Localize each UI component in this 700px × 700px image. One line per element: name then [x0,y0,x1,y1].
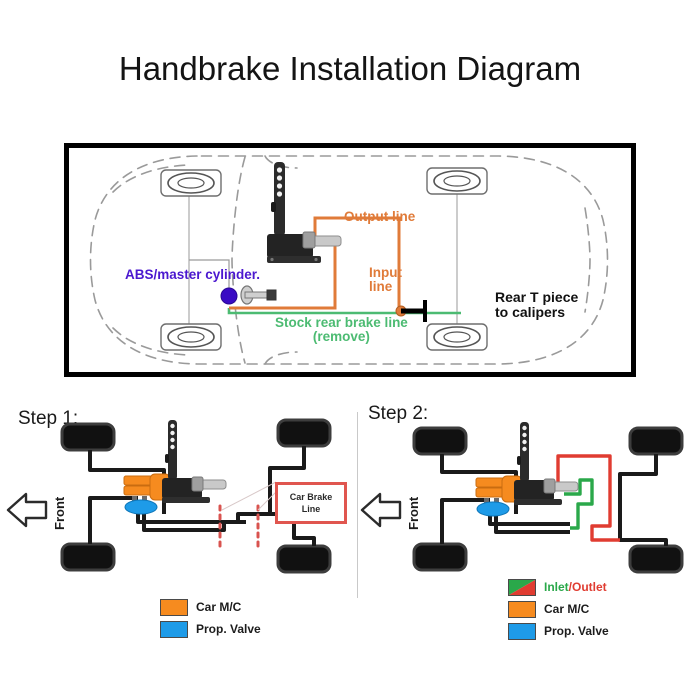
step2-wheels [412,426,684,574]
label-stock-rear-brake-line: Stock rear brake line (remove) [275,315,408,345]
legend-label-separator: / [568,580,573,594]
label-stock-line-1: Stock rear brake line [275,315,408,330]
front-arrow-step1 [6,492,48,528]
step1-title: Step 1: [18,408,79,429]
legend-label-inlet: Inlet [544,580,569,594]
wheel-rear-right [276,544,332,574]
label-rear-t-piece-2: to calipers [495,303,566,320]
label-input-line-1: Input [369,265,402,280]
step1-cut-marks [218,504,260,552]
wheel-rear-left [412,542,468,572]
label-abs-master-cylinder: ABS/master cylinder. [125,267,261,282]
step1-callout-leaders [221,481,277,511]
wheel-rear-left [60,542,116,572]
step2-handbrake-lever [514,422,579,505]
label-input-line-2: line [369,279,393,295]
legend-label-prop-valve: Prop. Valve [196,622,261,636]
label-rear-t-piece: Rear T piece to calipers [495,290,578,319]
legend-item-car-mc: Car M/C [508,600,609,618]
step1-legend: Car M/C Prop. Valve [160,598,261,642]
wheel-front-right [426,167,488,195]
step1-handbrake-lever [162,420,227,503]
car-brake-line-text-1: Car Brake [289,492,333,502]
front-arrow-step2 [360,492,402,528]
abs-master-cylinder-marker [220,285,277,305]
panel-divider [357,412,358,598]
legend-label-car-mc: Car M/C [196,600,242,614]
page-title: Handbrake Installation Diagram [118,50,582,87]
legend-label-prop-valve: Prop. Valve [544,624,609,638]
legend-label-inlet-outlet: Inlet/Outlet [544,580,607,594]
car-overhead-svg [89,155,609,365]
step2-schematic [412,422,684,574]
wheel-front-right [628,426,684,456]
step2-prop-valve [476,501,510,517]
stock-rear-brake-line [227,308,461,315]
swatch-prop-valve [508,622,536,640]
inlet-line-green [564,478,594,530]
legend-item-inlet-outlet: Inlet/Outlet [508,578,609,596]
step1-schematic [60,418,332,574]
wheel-rear-left [160,323,222,351]
stock-hardline-grey [189,259,230,296]
label-output-line: Output line [344,209,416,224]
label-input-line: Input line [369,265,402,295]
swatch-inlet-outlet [508,578,536,596]
car-brake-line-callout-text: Car Brake Line [290,491,333,515]
step2-legend: Inlet/Outlet Car M/C Prop. Valve [508,578,609,644]
top-diagram-frame: ABS/master cylinder. Output line Input l… [64,143,636,377]
swatch-car-mc [508,600,536,618]
swatch-prop-valve [160,620,188,638]
wheel-rear-right [628,544,684,574]
outlet-line-red [556,454,620,542]
legend-label-outlet: Outlet [572,580,607,594]
chassis-lines [188,190,458,328]
legend-item-prop-valve: Prop. Valve [508,622,609,640]
wheel-front-left [412,426,468,456]
legend-label-car-mc: Car M/C [544,602,590,616]
car-brake-line-text-2: Line [301,504,321,514]
swatch-car-mc [160,598,188,616]
label-stock-line-2: (remove) [312,329,370,345]
wheel-rear-right [426,323,488,351]
wheel-front-left [60,422,116,452]
rear-t-piece [395,300,427,322]
label-rear-t-piece-1: Rear T piece [495,289,579,305]
car-brake-line-callout: Car Brake Line [275,482,347,524]
hydraulic-handbrake-lever [267,162,342,263]
step1-wheels [60,418,332,574]
wheel-front-right [276,418,332,448]
legend-item-prop-valve: Prop. Valve [160,620,261,638]
step1-prop-valve [124,499,158,515]
car-body-outline [89,155,609,365]
step2-title: Step 2: [368,403,429,424]
legend-item-car-mc: Car M/C [160,598,261,616]
wheel-front-left [160,169,222,197]
output-line-path [313,216,401,311]
